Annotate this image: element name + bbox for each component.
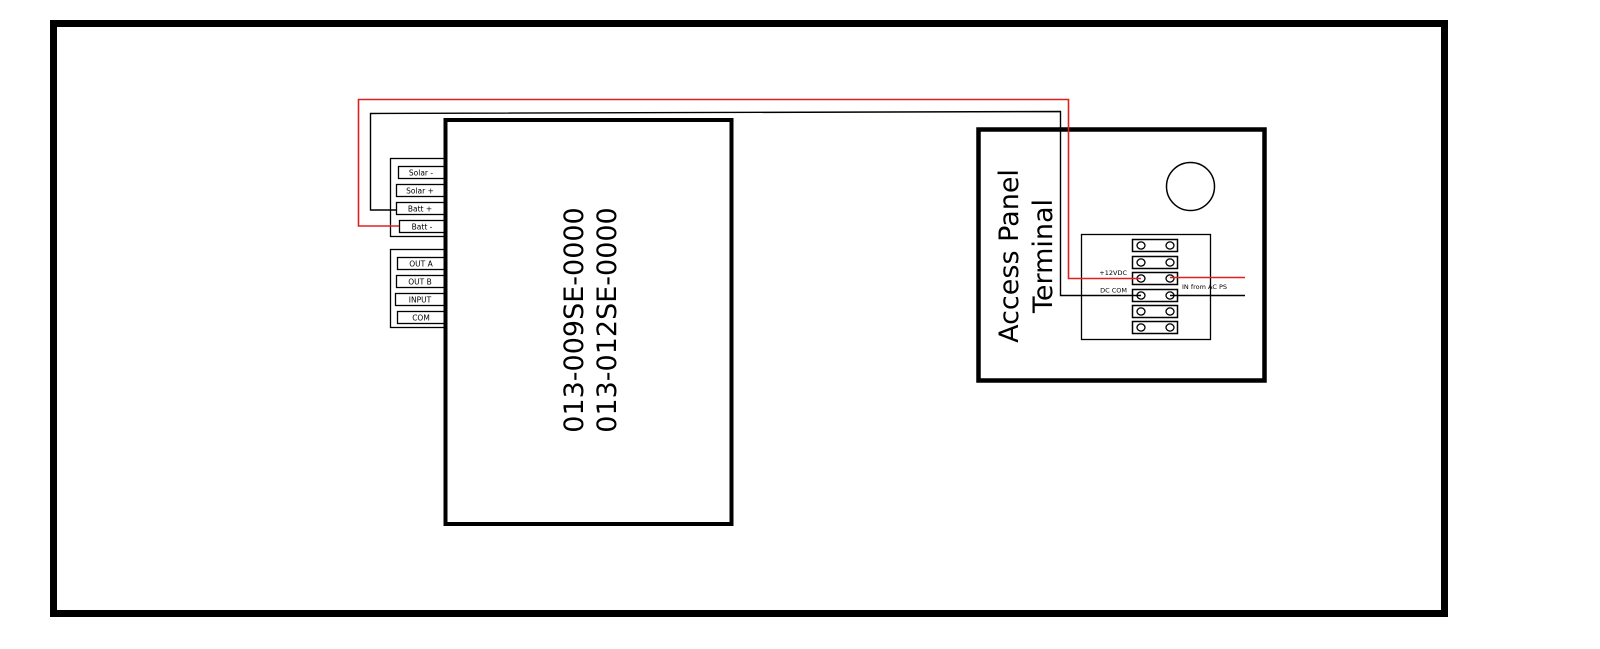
pin-batt-plus: Batt + — [395, 201, 446, 216]
terminal-row-5 — [1131, 304, 1179, 319]
label-dc-com: DC COM — [1100, 287, 1127, 295]
power-connector: Solar - Solar + Batt + Batt - — [389, 157, 446, 238]
label-in-from-ac-ps: IN from AC PS — [1182, 283, 1227, 291]
pin-input: INPUT — [394, 292, 446, 307]
pin-label: Batt + — [408, 205, 432, 214]
access-panel: Access Panel Terminal — [976, 127, 1267, 383]
wire-common-black — [369, 110, 1141, 297]
terminal-block: +12VDC DC COM IN from AC PS — [1080, 233, 1227, 341]
terminal-row-2 — [1131, 255, 1179, 270]
pin-out-b: OUT B — [395, 274, 446, 289]
pin-solar-plus: Solar + — [395, 183, 446, 198]
knockout-hole-icon — [1165, 161, 1216, 212]
pin-label: COM — [412, 314, 430, 323]
model-number-2: 013-012SE-0000 — [592, 207, 623, 432]
pin-label: OUT A — [409, 260, 433, 269]
pin-com: COM — [396, 310, 446, 325]
io-connector: OUT A OUT B INPUT COM — [389, 248, 446, 329]
pin-label: OUT B — [408, 278, 432, 287]
main-unit: 013-009SE-0000 013-012SE-0000 — [443, 118, 734, 526]
pin-solar-minus: Solar - — [397, 165, 446, 180]
pin-batt-minus: Batt - — [398, 219, 446, 234]
pin-label: Solar - — [409, 169, 433, 178]
access-panel-title: Access Panel — [994, 169, 1025, 343]
pin-label: INPUT — [409, 296, 432, 305]
outer-frame — [50, 20, 1448, 617]
pin-out-a: OUT A — [396, 256, 446, 271]
model-number-1: 013-009SE-0000 — [559, 207, 590, 432]
wire-positive-red — [357, 98, 1141, 280]
terminal-row-6 — [1131, 320, 1179, 335]
label-12vdc: +12VDC — [1099, 269, 1127, 277]
pin-label: Solar + — [406, 187, 434, 196]
terminal-row-1 — [1131, 238, 1179, 253]
pin-label: Batt - — [412, 223, 433, 232]
access-panel-subtitle: Terminal — [1028, 199, 1059, 314]
